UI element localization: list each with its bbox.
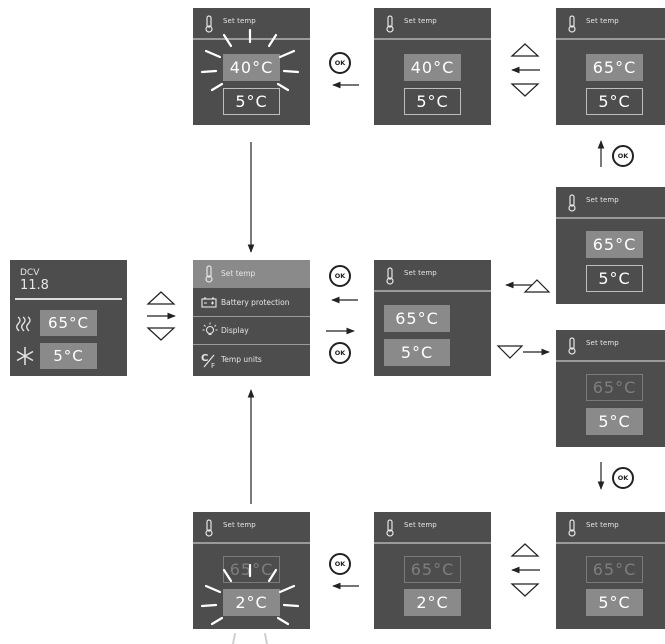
menu-item-label: Temp units <box>221 355 262 364</box>
down-triangle-icon <box>510 583 540 597</box>
screen-title: Set temp <box>586 17 619 25</box>
menu-item-label: Display <box>221 326 249 335</box>
up-triangle-icon <box>523 279 551 293</box>
ok-button-icon: OK <box>612 467 634 489</box>
down-triangle-icon <box>496 345 524 359</box>
bulb-icon <box>202 322 218 335</box>
screen-title: Set temp <box>223 17 256 25</box>
top-temp-field: 65°C <box>586 556 643 583</box>
down-triangle-icon <box>510 83 540 97</box>
thermometer-icon <box>386 267 394 285</box>
menu-screen: Set temp Battery protection Display C F … <box>193 260 310 376</box>
ok-button-icon: OK <box>612 145 634 167</box>
thermometer-icon <box>386 15 394 33</box>
bottom-temp-field: 5°C <box>223 88 280 115</box>
menu-item-display[interactable]: Display <box>193 317 310 345</box>
thermometer-icon <box>568 337 576 355</box>
voltage-value: 11.8 <box>20 278 49 293</box>
heat-temp-field: 65°C <box>40 310 97 336</box>
screen-title: Set temp <box>404 17 437 25</box>
main-display: DCV 11.8 65°C 5°C <box>10 260 127 376</box>
down-triangle-icon <box>146 327 176 341</box>
thermometer-icon <box>568 519 576 537</box>
top-temp-field: 40°C <box>404 54 461 81</box>
top-temp-field: 40°C <box>223 54 280 81</box>
thermometer-icon <box>386 519 394 537</box>
ok-button-icon: OK <box>329 553 351 575</box>
thermometer-icon <box>205 519 213 537</box>
set-temp-screen-2: Set temp 40°C 5°C <box>374 8 491 125</box>
top-temp-field: 65°C <box>404 556 461 583</box>
bottom-temp-field: 5°C <box>586 265 643 292</box>
bottom-temp-field: 5°C <box>586 88 643 115</box>
screen-title: Set temp <box>404 521 437 529</box>
up-triangle-icon <box>146 291 176 305</box>
set-temp-screen-7: Set temp 65°C 5°C <box>556 512 665 629</box>
svg-text:C: C <box>201 353 208 364</box>
up-triangle-icon <box>510 43 540 57</box>
thermometer-icon <box>205 15 213 33</box>
bottom-temp-field: 5°C <box>586 408 643 435</box>
top-temp-field: 65°C <box>586 54 643 81</box>
ok-button-icon: OK <box>329 52 351 74</box>
snowflake-icon <box>16 347 34 365</box>
menu-item-label: Battery protection <box>221 298 290 307</box>
top-temp-field: 65°C <box>223 556 280 583</box>
menu-item-battery-protection[interactable]: Battery protection <box>193 289 310 317</box>
screen-title: Set temp <box>586 521 619 529</box>
bottom-temp-field: 5°C <box>384 339 450 366</box>
thermometer-icon <box>568 194 576 212</box>
set-temp-screen-6: Set temp 65°C 5°C <box>556 330 665 447</box>
cool-temp-field: 5°C <box>40 343 97 369</box>
bottom-temp-field: 2°C <box>404 589 461 616</box>
set-temp-screen-9: Set temp 65°C 2°C <box>193 512 310 629</box>
heat-waves-icon <box>16 316 31 332</box>
menu-item-set-temp[interactable]: Set temp <box>193 260 310 288</box>
screen-title: Set temp <box>223 521 256 529</box>
set-temp-screen-3: Set temp 65°C 5°C <box>556 8 665 125</box>
up-triangle-icon <box>510 543 540 557</box>
set-temp-screen-5: Set temp 65°C 5°C <box>374 260 491 376</box>
battery-icon <box>201 297 217 308</box>
top-temp-field: 65°C <box>586 231 643 258</box>
menu-item-label: Set temp <box>221 269 256 278</box>
set-temp-screen-1: Set temp 40°C 5°C <box>193 8 310 125</box>
celsius-fahrenheit-icon: C F <box>201 353 215 368</box>
thermometer-icon <box>568 15 576 33</box>
voltage-label: DCV <box>20 268 40 278</box>
set-temp-screen-4: Set temp 65°C 5°C <box>556 187 665 304</box>
screen-title: Set temp <box>586 196 619 204</box>
ok-button-icon: OK <box>329 342 351 364</box>
thermometer-icon <box>205 265 213 283</box>
top-temp-field: 65°C <box>384 305 450 332</box>
menu-item-temp-units[interactable]: C F Temp units <box>193 346 310 374</box>
screen-title: Set temp <box>404 269 437 277</box>
screen-title: Set temp <box>586 339 619 347</box>
bottom-temp-field: 5°C <box>586 589 643 616</box>
bottom-temp-field: 5°C <box>404 88 461 115</box>
bottom-temp-field: 2°C <box>223 589 280 616</box>
set-temp-screen-8: Set temp 65°C 2°C <box>374 512 491 629</box>
ok-button-icon: OK <box>329 265 351 287</box>
svg-text:F: F <box>211 362 215 368</box>
top-temp-field: 65°C <box>586 374 643 401</box>
